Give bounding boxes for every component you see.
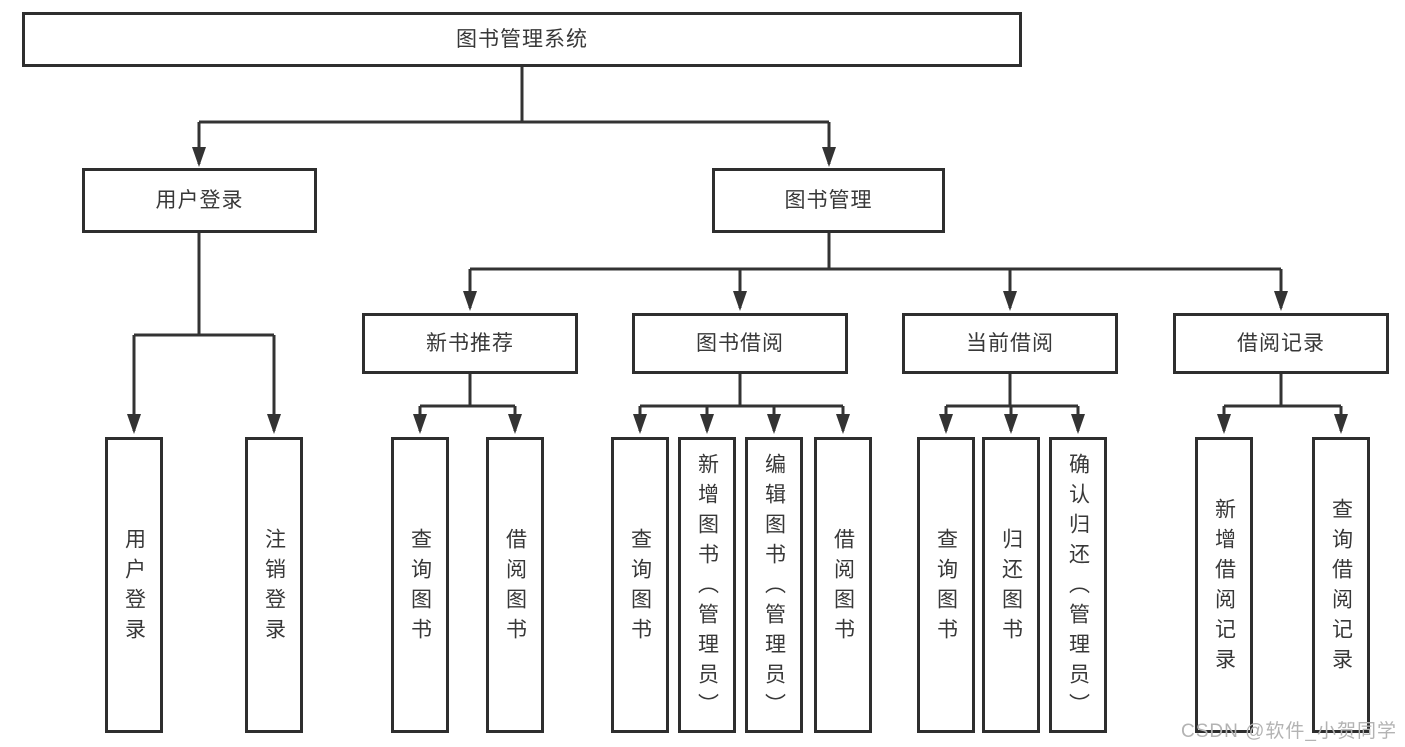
node-library-system: 图书管理系统: [22, 12, 1022, 67]
leaf-user-login: 用户登录: [105, 437, 163, 733]
leaf-query-books-current: 查询图书: [917, 437, 975, 733]
node-current-borrowing: 当前借阅: [902, 313, 1118, 374]
node-book-borrowing: 图书借阅: [632, 313, 848, 374]
leaf-return-books: 归还图书: [982, 437, 1040, 733]
node-borrowing-records: 借阅记录: [1173, 313, 1389, 374]
leaf-query-borrow-record: 查询借阅记录: [1312, 437, 1370, 733]
leaf-logout: 注销登录: [245, 437, 303, 733]
node-new-book-recommendation: 新书推荐: [362, 313, 578, 374]
leaf-add-books-admin: 新增图书（管理员）: [678, 437, 736, 733]
leaf-query-books-recommend: 查询图书: [391, 437, 449, 733]
leaf-query-books-borrowing: 查询图书: [611, 437, 669, 733]
leaf-confirm-return-admin: 确认归还（管理员）: [1049, 437, 1107, 733]
leaf-borrow-books-recommend: 借阅图书: [486, 437, 544, 733]
leaf-add-borrow-record: 新增借阅记录: [1195, 437, 1253, 733]
watermark: CSDN @软件_小贺同学: [1181, 721, 1397, 742]
leaf-borrow-books-borrowing: 借阅图书: [814, 437, 872, 733]
node-book-management: 图书管理: [712, 168, 945, 233]
leaf-edit-books-admin: 编辑图书（管理员）: [745, 437, 803, 733]
node-user-login: 用户登录: [82, 168, 317, 233]
